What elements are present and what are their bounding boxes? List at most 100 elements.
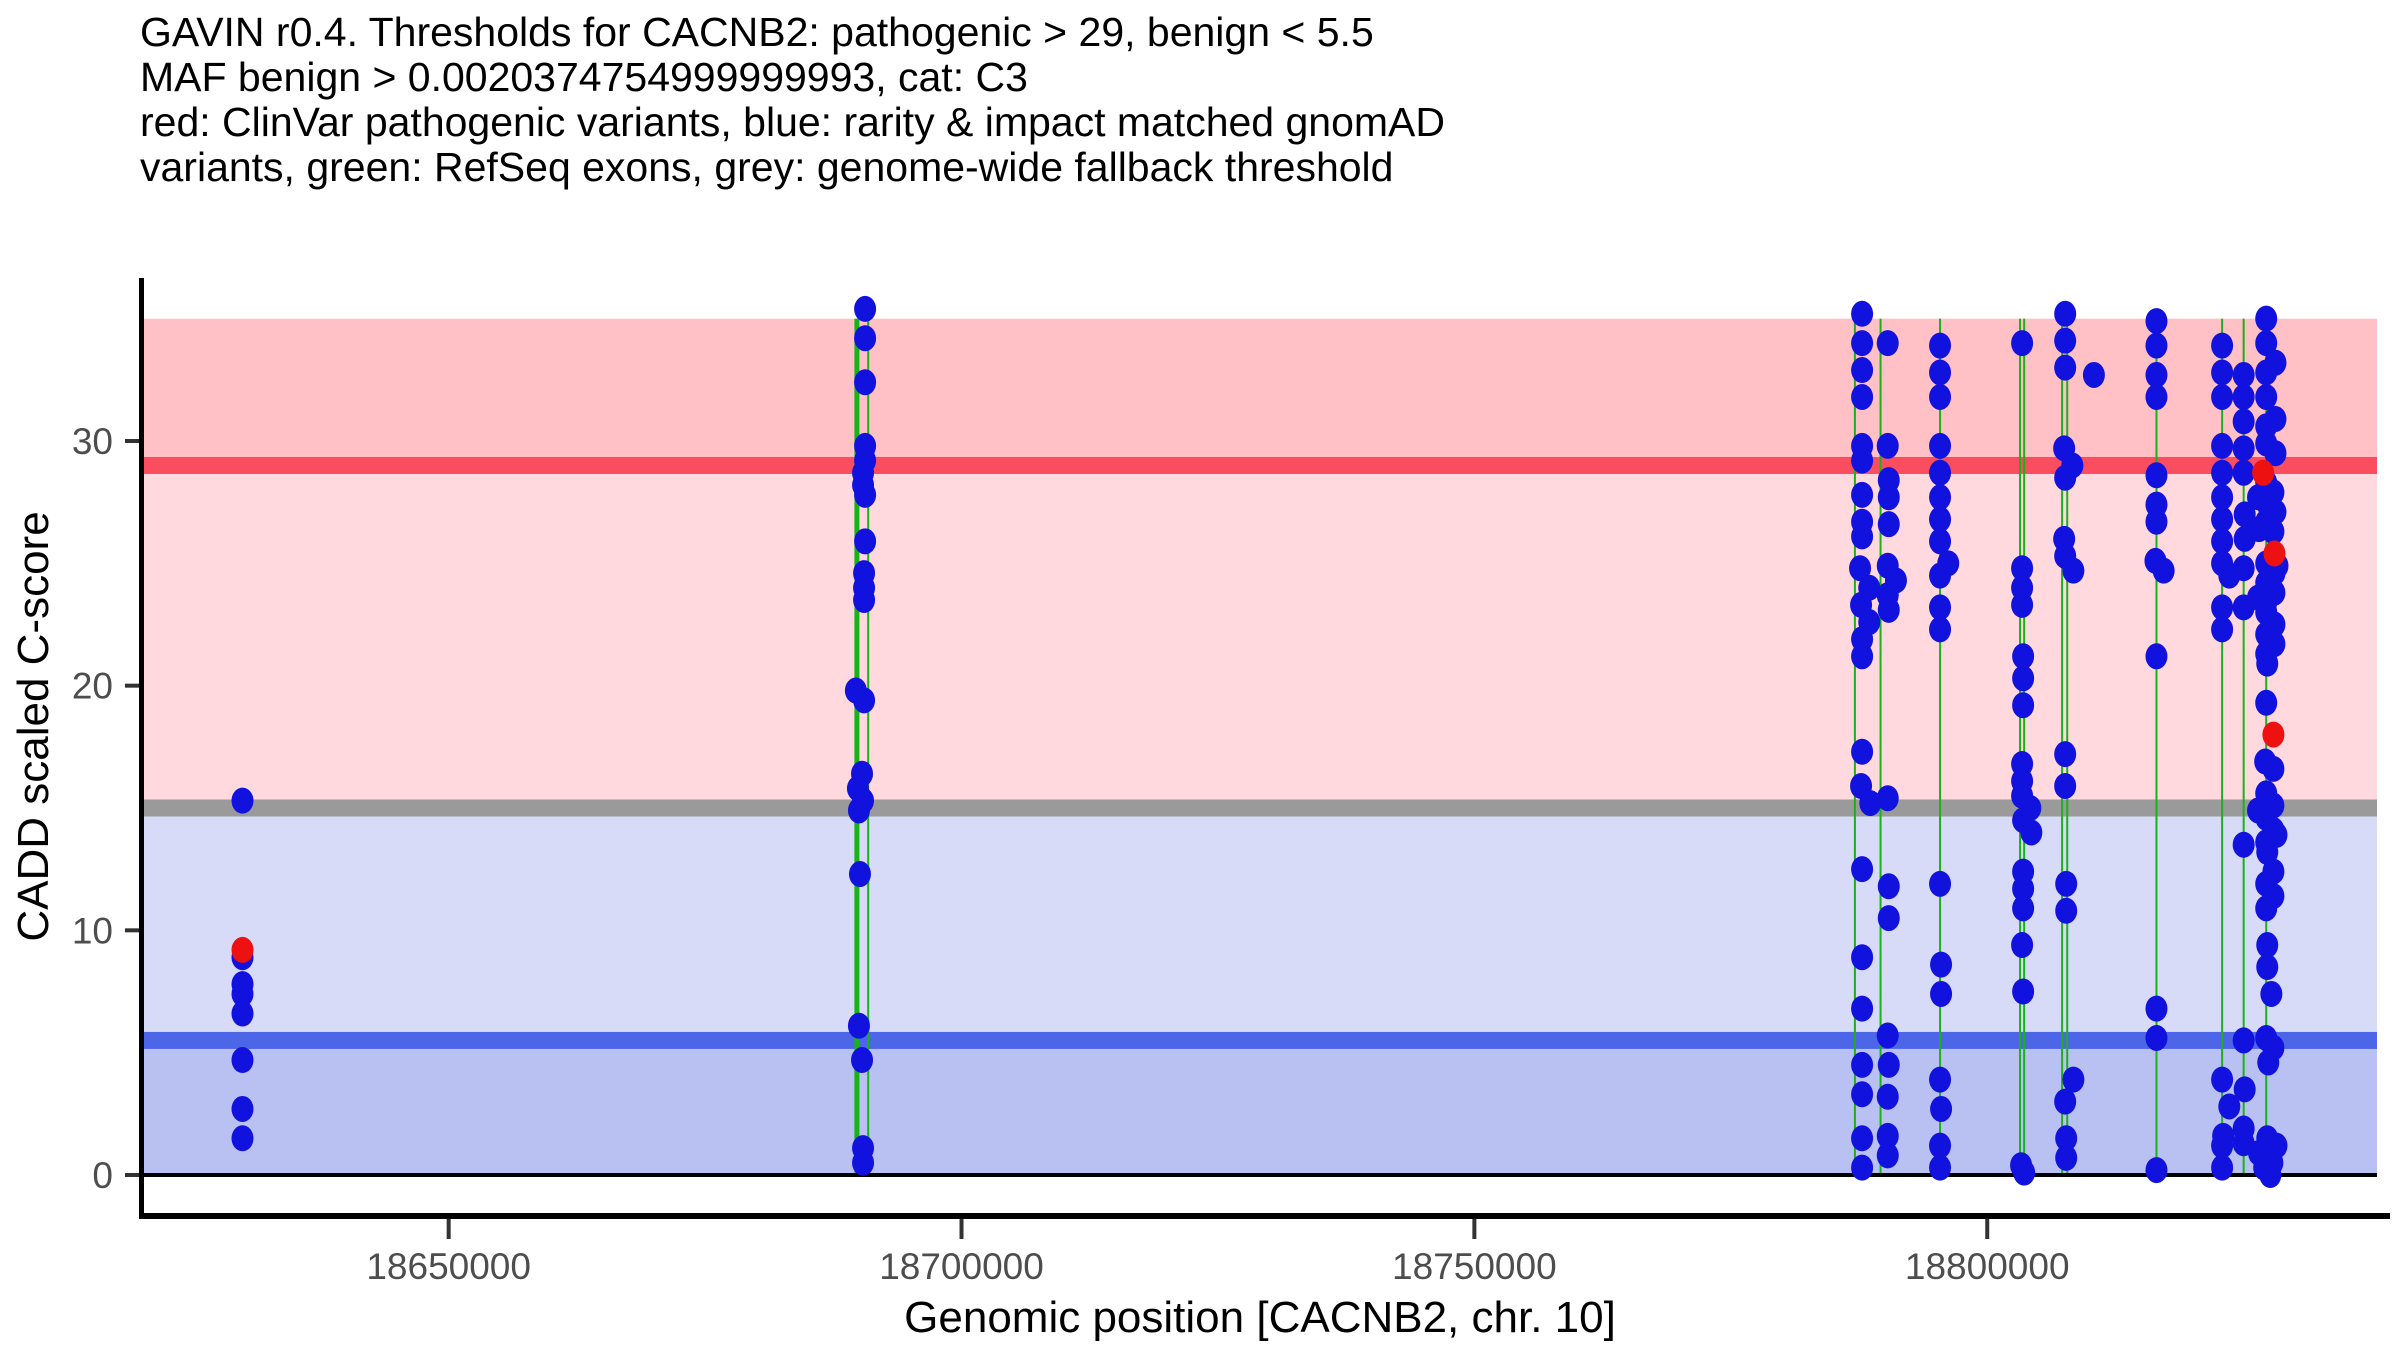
gnomad-variant-point [2211, 594, 2234, 621]
gnomad-variant-point [2255, 383, 2278, 410]
gnomad-variant-point [1851, 447, 1874, 474]
x-tick [1472, 1219, 1477, 1239]
gnomad-variant-point [2255, 895, 2278, 922]
gnomad-variant-point [2255, 359, 2278, 386]
band-benign-zone [143, 1040, 2377, 1175]
gnomad-variant-point [1851, 856, 1874, 883]
gnomad-variant-point [2257, 1049, 2280, 1076]
gnomad-variant-point [847, 797, 870, 824]
y-axis-line [139, 278, 144, 1219]
gnomad-variant-point [2055, 870, 2078, 897]
gnomad-variant-point [848, 861, 871, 888]
clinvar-pathogenic-point [2262, 721, 2285, 748]
gnomad-variant-point [1929, 432, 1952, 459]
gnomad-variant-point [1877, 596, 1900, 623]
benign-threshold-line [143, 1031, 2377, 1049]
gnomad-variant-point [1876, 1142, 1899, 1169]
band-uncertain-benign-zone [143, 808, 2377, 1041]
gnomad-variant-point [2211, 332, 2234, 359]
y-tick [125, 928, 139, 933]
gnomad-variant-point [2011, 591, 2034, 618]
gnomad-variant-point [2012, 643, 2035, 670]
gnomad-variant-point [2211, 616, 2234, 643]
gnomad-variant-point [1851, 1081, 1874, 1108]
title-line: variants, green: RefSeq exons, grey: gen… [140, 144, 1394, 190]
clinvar-pathogenic-point [2252, 459, 2275, 486]
y-tick [125, 1173, 139, 1177]
gnomad-variant-point [2232, 361, 2255, 388]
refseq-exon-line [1939, 318, 1942, 1176]
y-tick-label: 30 [72, 421, 113, 462]
gnomad-variant-point [1851, 738, 1874, 765]
y-tick [125, 439, 139, 443]
gnomad-variant-point [2211, 506, 2234, 533]
refseq-exon-line [854, 318, 860, 1176]
gnomad-variant-point [2145, 383, 2168, 410]
gnomad-variant-point [231, 1000, 254, 1027]
refseq-exon-line [1879, 318, 1882, 1176]
gnomad-variant-point [2062, 557, 2085, 584]
plot-title: GAVIN r0.4. Thresholds for CACNB2: patho… [140, 10, 1445, 190]
gnomad-variant-point [1929, 1066, 1952, 1093]
gnomad-variant-point [1877, 873, 1900, 900]
gnomad-variant-point [854, 325, 877, 352]
gnomad-variant-point [2012, 978, 2035, 1005]
gnomad-variant-point [2211, 459, 2234, 486]
gnomad-variant-point [2232, 459, 2255, 486]
gnomad-variant-point [1877, 484, 1900, 511]
band-pathogenic-zone [143, 318, 2377, 466]
gnomad-variant-point [2011, 555, 2034, 582]
gnomad-variant-point [2232, 1027, 2255, 1054]
gnomad-variant-point [2145, 1157, 2168, 1184]
gnomad-variant-point [2232, 435, 2255, 462]
gnomad-variant-point [2082, 361, 2105, 388]
gnomad-variant-point [2013, 1159, 2036, 1186]
x-axis-line [139, 1213, 2390, 1219]
gnomad-variant-point [2054, 1088, 2077, 1115]
gnomad-variant-point [2211, 1132, 2234, 1159]
zero-baseline [143, 1173, 2377, 1177]
gnomad-variant-point [1929, 1154, 1952, 1181]
gnomad-variant-point [231, 1095, 254, 1122]
gnomad-variant-point [2233, 1076, 2256, 1103]
gnomad-variant-point [1851, 1154, 1874, 1181]
gnomad-variant-point [2255, 689, 2278, 716]
gnomad-variant-point [1851, 481, 1874, 508]
gnomad-variant-point [2145, 361, 2168, 388]
gnomad-variant-point [2054, 354, 2077, 381]
gnomad-variant-point [2012, 895, 2035, 922]
gnomad-variant-point [2062, 1066, 2085, 1093]
gnomad-variant-point [1851, 944, 1874, 971]
gnomad-variant-point [854, 295, 877, 322]
gnomad-variant-point [1876, 1022, 1899, 1049]
gnomad-variant-point [1851, 383, 1874, 410]
x-tick-label: 18750000 [1392, 1246, 1557, 1287]
gnomad-variant-point [2211, 1154, 2234, 1181]
gnomad-variant-point [2055, 1125, 2078, 1152]
gnomad-variant-point [1929, 870, 1952, 897]
gnomad-variant-point [1851, 300, 1874, 327]
gnomad-variant-point [854, 528, 877, 555]
gnomad-variant-point [2211, 432, 2234, 459]
gnomad-variant-point [1930, 1095, 1953, 1122]
gnomad-variant-point [1851, 995, 1874, 1022]
gnomad-variant-point [1929, 1132, 1952, 1159]
gnomad-variant-point [2152, 557, 2175, 584]
x-tick-label: 18700000 [879, 1246, 1044, 1287]
gnomad-variant-point [2055, 1144, 2078, 1171]
x-tick [959, 1219, 964, 1239]
pathogenic-threshold-line [143, 456, 2377, 474]
genome-wide-fallback-threshold-line [143, 799, 2377, 817]
gnomad-variant-point [1876, 785, 1899, 812]
gnomad-variant-point [231, 1047, 254, 1074]
gnomad-variant-point [231, 1125, 254, 1152]
y-tick-label: 0 [92, 1155, 113, 1196]
gnomad-variant-point [2232, 555, 2255, 582]
gnomad-variant-point [854, 481, 877, 508]
gnomad-variant-point [2232, 383, 2255, 410]
gnomad-variant-point [1929, 616, 1952, 643]
y-tick [125, 683, 139, 688]
gnomad-variant-point [1930, 980, 1953, 1007]
